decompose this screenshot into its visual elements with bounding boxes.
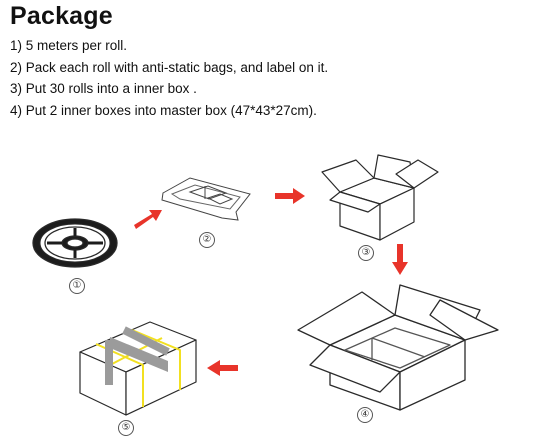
step-marker-5: ⑤ — [118, 420, 134, 436]
inner-box-open-illustration — [321, 154, 439, 241]
arrow-1-to-2-icon — [134, 210, 162, 229]
step-marker-4: ④ — [357, 407, 373, 423]
package-heading: Package — [10, 2, 113, 30]
step-4-text: 4) Put 2 inner boxes into master box (47… — [10, 102, 317, 118]
package-steps-list: 1) 5 meters per roll. 2) Pack each roll … — [10, 35, 328, 121]
master-box-open-illustration — [297, 284, 499, 411]
step-3-text: 3) Put 30 rolls into a inner box . — [10, 81, 197, 97]
arrow-2-to-3-icon — [275, 188, 305, 204]
sealed-master-box-illustration — [79, 321, 197, 416]
step-1-text: 1) 5 meters per roll. — [10, 38, 128, 53]
arrow-3-to-4-icon — [392, 244, 408, 275]
step-marker-1: ① — [69, 278, 85, 294]
step-marker-3: ③ — [358, 245, 374, 261]
reel-illustration — [32, 218, 118, 268]
arrow-4-to-5-icon — [207, 360, 238, 376]
anti-static-bag-illustration — [161, 177, 251, 221]
step-2-text: 2) Pack each roll with anti-static bags,… — [10, 59, 329, 75]
step-marker-2: ② — [199, 232, 215, 248]
